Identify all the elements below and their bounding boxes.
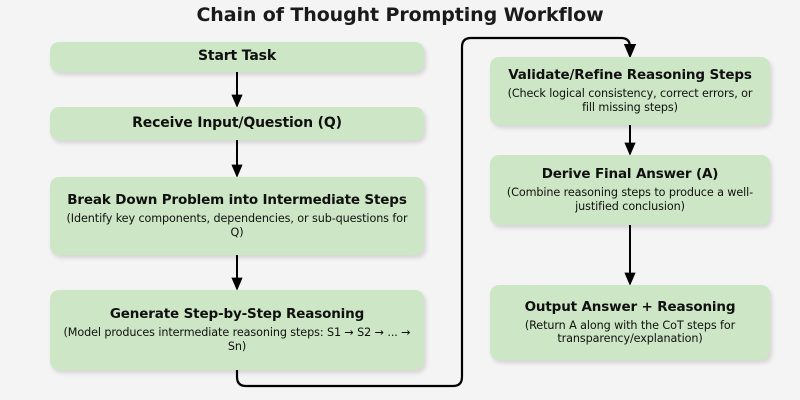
node-derive-final-answer[interactable]: Derive Final Answer (A) (Combine reasoni… [490,155,770,225]
node-subtitle: (Identify key components, dependencies, … [66,212,408,239]
node-title: Receive Input/Question (Q) [132,114,342,131]
node-title: Start Task [197,48,277,65]
node-output-answer[interactable]: Output Answer + Reasoning (Return A alon… [490,285,770,360]
node-generate-reasoning[interactable]: Generate Step-by-Step Reasoning (Model p… [50,290,424,370]
node-validate-refine[interactable]: Validate/Refine Reasoning Steps (Check l… [490,57,770,125]
page-title: Chain of Thought Prompting Workflow [196,4,604,26]
node-break-down-problem[interactable]: Break Down Problem into Intermediate Ste… [50,177,424,255]
node-title: Derive Final Answer (A) [541,166,719,183]
node-receive-input[interactable]: Receive Input/Question (Q) [50,107,424,140]
node-subtitle: (Check logical consistency, correct erro… [507,87,753,114]
node-title: Generate Step-by-Step Reasoning [109,306,365,323]
node-title: Output Answer + Reasoning [524,298,736,315]
node-title: Validate/Refine Reasoning Steps [508,67,752,84]
node-subtitle: (Model produces intermediate reasoning s… [63,326,411,353]
node-title: Break Down Problem into Intermediate Ste… [67,192,407,209]
node-start-task[interactable]: Start Task [50,42,424,72]
node-subtitle: (Combine reasoning steps to produce a we… [506,186,754,213]
node-subtitle: (Return A along with the CoT steps for t… [524,318,736,346]
